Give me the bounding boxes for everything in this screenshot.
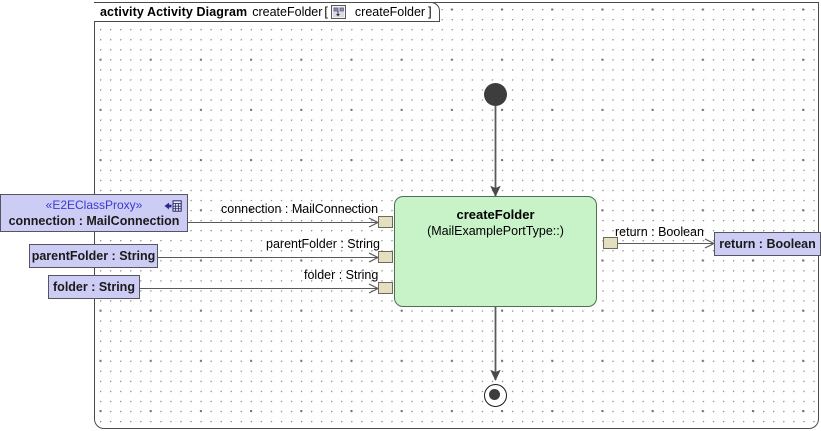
object-node-parentfolder-label: parentFolder : String: [31, 249, 156, 263]
activity-node-createfolder[interactable]: createFolder (MailExamplePortType::): [394, 196, 597, 307]
frame-top-border: [424, 2, 819, 3]
object-node-connection-label: connection : MailConnection: [8, 213, 180, 228]
object-node-connection-stereotype: «E2EClassProxy»: [45, 197, 143, 212]
activity-node-name: createFolder: [456, 207, 535, 222]
edge-label-parentfolder: parentFolder : String: [266, 237, 380, 251]
frame-title-bracket-close: ]: [428, 5, 432, 19]
object-node-folder[interactable]: folder : String: [48, 275, 140, 299]
edge-label-connection: connection : MailConnection: [221, 202, 379, 216]
object-node-connection[interactable]: «E2EClassProxy» connection : MailConnect…: [0, 194, 188, 232]
class-proxy-icon: [164, 200, 182, 212]
frame-title-name: createFolder: [252, 5, 323, 19]
edge-label-folder: folder : String: [304, 268, 379, 282]
object-node-parentfolder[interactable]: parentFolder : String: [29, 244, 158, 268]
activity-final-node[interactable]: [484, 384, 507, 407]
frame-title-tab[interactable]: activity Activity Diagram createFolder […: [94, 2, 440, 22]
input-pin-parentfolder[interactable]: [378, 251, 393, 263]
object-node-return[interactable]: return : Boolean: [714, 232, 821, 256]
object-node-return-label: return : Boolean: [719, 237, 816, 251]
frame-title-ref: createFolder: [354, 5, 426, 19]
frame-title-keyword: activity Activity Diagram: [100, 5, 248, 19]
frame-title-bracket-open: [: [324, 5, 328, 19]
activity-node-qualifier: (MailExamplePortType::): [427, 224, 564, 238]
input-pin-connection[interactable]: [378, 216, 393, 228]
object-node-folder-label: folder : String: [53, 280, 135, 294]
input-pin-folder[interactable]: [378, 282, 393, 294]
edge-label-return: return : Boolean: [615, 225, 704, 239]
initial-node[interactable]: [484, 83, 507, 106]
activity-diagram-icon: [330, 5, 346, 19]
